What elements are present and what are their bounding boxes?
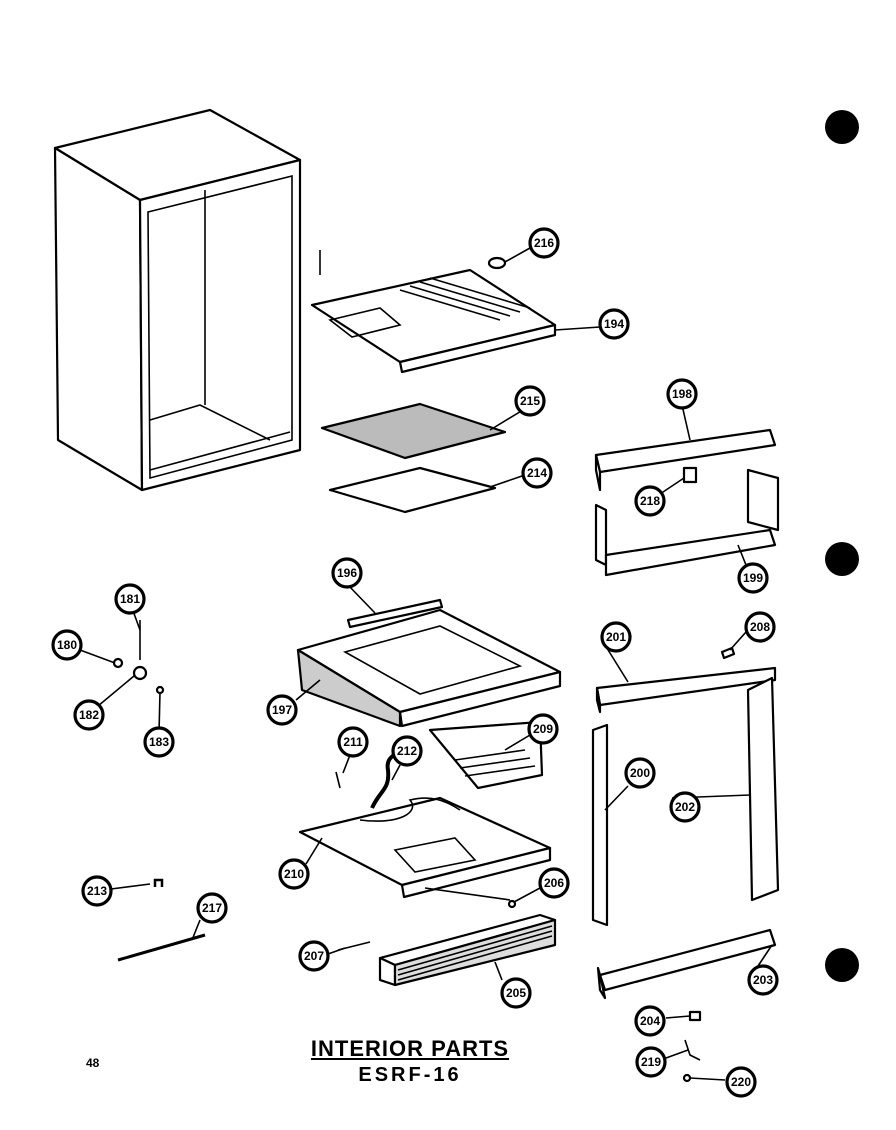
svg-text:213: 213 <box>87 884 107 898</box>
breaker-strip-196 <box>346 598 444 629</box>
stud-208 <box>720 646 736 660</box>
side-rail-200 <box>591 723 609 927</box>
callout-220: 220 <box>725 1066 757 1098</box>
svg-text:194: 194 <box>604 317 624 331</box>
svg-text:183: 183 <box>149 735 169 749</box>
callout-210: 210 <box>278 858 310 890</box>
callout-180: 180 <box>51 629 83 661</box>
callout-211: 211 <box>337 726 369 758</box>
callout-213: 213 <box>81 875 113 907</box>
evaporator-cover-209 <box>428 720 544 790</box>
callout-207: 207 <box>298 940 330 972</box>
clip-213 <box>153 878 164 887</box>
callout-217: 217 <box>196 892 228 924</box>
svg-text:216: 216 <box>534 236 554 250</box>
svg-text:206: 206 <box>544 876 564 890</box>
insulation-pad-215 <box>320 402 507 460</box>
callout-201: 201 <box>600 621 632 653</box>
callout-216a: 216 <box>528 227 560 259</box>
rod-217 <box>117 933 206 962</box>
svg-text:181: 181 <box>120 592 140 606</box>
callout-205: 205 <box>500 977 532 1009</box>
callout-181: 181 <box>114 583 146 615</box>
svg-text:212: 212 <box>397 744 417 758</box>
hardware-204-219-220 <box>682 1010 702 1083</box>
drain-tube-212 <box>370 752 397 809</box>
callout-194: 194 <box>598 308 630 340</box>
callout-197: 197 <box>266 694 298 726</box>
svg-text:202: 202 <box>675 800 695 814</box>
svg-text:217: 217 <box>202 901 222 915</box>
panel-214 <box>328 466 497 514</box>
callout-182: 182 <box>73 699 105 731</box>
svg-text:203: 203 <box>753 973 773 987</box>
callout-198: 198 <box>666 378 698 410</box>
door-shelf-201 <box>595 666 777 714</box>
side-rail-202 <box>746 676 780 902</box>
svg-text:182: 182 <box>79 708 99 722</box>
binder-hole-middle <box>825 542 859 576</box>
svg-text:219: 219 <box>641 1055 661 1069</box>
svg-text:200: 200 <box>630 766 650 780</box>
callout-212: 212 <box>391 735 423 767</box>
crisper-cover-210 <box>298 796 552 899</box>
divider-frame-197 <box>296 608 562 728</box>
callout-200: 200 <box>624 757 656 789</box>
hinge-hardware <box>112 620 165 695</box>
callout-218: 218 <box>634 485 666 517</box>
svg-text:210: 210 <box>284 867 304 881</box>
svg-text:209: 209 <box>533 722 553 736</box>
svg-text:180: 180 <box>57 638 77 652</box>
callout-209: 209 <box>527 713 559 745</box>
callout-183: 183 <box>143 726 175 758</box>
callout-199: 199 <box>737 562 769 594</box>
svg-text:198: 198 <box>672 387 692 401</box>
leader-lines <box>79 247 773 1081</box>
callout-214: 214 <box>521 457 553 489</box>
svg-text:197: 197 <box>272 703 292 717</box>
screw-211 <box>335 771 341 789</box>
callout-196: 196 <box>331 557 363 589</box>
svg-text:218: 218 <box>640 494 660 508</box>
binder-hole-top <box>825 110 859 144</box>
diagram-title: INTERIOR PARTS <box>310 1036 510 1061</box>
cabinet-liner <box>53 108 302 492</box>
svg-text:220: 220 <box>731 1075 751 1089</box>
callout-202: 202 <box>669 791 701 823</box>
svg-text:204: 204 <box>640 1014 660 1028</box>
svg-text:199: 199 <box>743 571 763 585</box>
door-shelf-199 <box>594 468 780 577</box>
svg-text:211: 211 <box>343 735 363 749</box>
screw-206 <box>424 887 517 909</box>
model-number: ESRF-16 <box>358 1064 462 1086</box>
door-shelf-203 <box>596 928 777 1000</box>
callout-203: 203 <box>747 964 779 996</box>
callout-204: 204 <box>634 1005 666 1037</box>
svg-text:214: 214 <box>527 466 547 480</box>
freezer-shelf-194 <box>310 250 557 374</box>
callout-219: 219 <box>635 1046 667 1078</box>
svg-text:215: 215 <box>520 394 540 408</box>
page-number: 48 <box>86 1056 100 1070</box>
svg-text:207: 207 <box>304 949 324 963</box>
callout-215: 215 <box>514 385 546 417</box>
callout-206: 206 <box>538 867 570 899</box>
grille-205 <box>378 913 557 987</box>
door-shelf-198 <box>594 428 777 492</box>
callout-208: 208 <box>744 611 776 643</box>
binder-hole-bottom <box>825 948 859 982</box>
svg-text:201: 201 <box>606 630 626 644</box>
svg-text:205: 205 <box>506 986 526 1000</box>
svg-text:196: 196 <box>337 566 357 580</box>
svg-text:208: 208 <box>750 620 770 634</box>
